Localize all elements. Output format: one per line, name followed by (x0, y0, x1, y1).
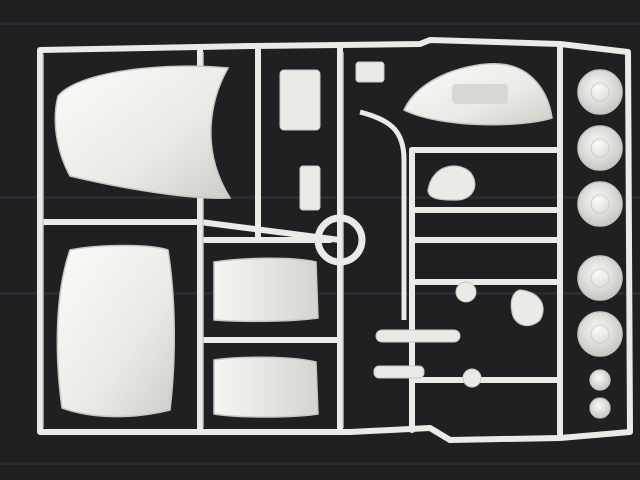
wheel-4 (577, 255, 623, 301)
misc-round-parts (455, 281, 482, 388)
circular-gate-hub (314, 214, 366, 266)
door-panel-lower (213, 356, 319, 418)
wheel-set (577, 69, 623, 419)
hood-panel (54, 65, 232, 199)
seat-parts (427, 165, 544, 327)
wheel-2 (577, 125, 623, 171)
door-panel-upper (213, 257, 319, 323)
dashboard-cluster (452, 84, 508, 104)
wheel-3 (577, 181, 623, 227)
wheel-small-2 (589, 397, 611, 419)
wheel-small-1 (589, 369, 611, 391)
wheel-hub-details (590, 82, 610, 344)
wheel-5 (577, 311, 623, 357)
small-parts-column (279, 61, 461, 379)
exhaust-pipe-part (359, 109, 407, 320)
wheel-1 (577, 69, 623, 115)
trunk-panel (56, 244, 176, 418)
